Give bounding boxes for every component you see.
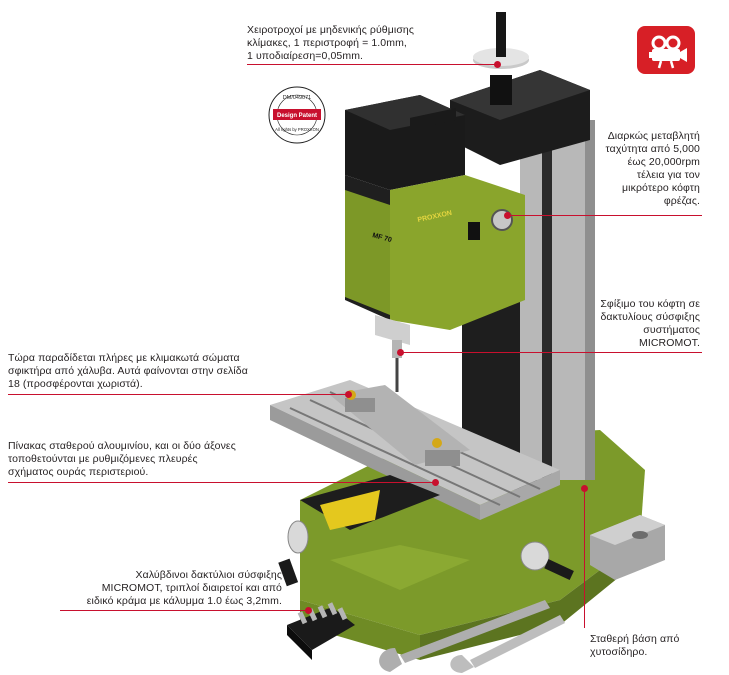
leader-collet-clamp <box>400 352 702 353</box>
motor-head: PROXXON MF 70 <box>345 95 525 392</box>
vise <box>330 385 470 466</box>
callout-collets-line-2: MICROMOT, τριπλοί διαιρετοί και από <box>101 582 282 594</box>
callout-collet-clamp-line-1: Σφίξιμο του κόφτη σε <box>600 298 700 310</box>
callout-table-line-3: σχήματος ουράς περιστεριού. <box>8 466 149 478</box>
callout-speed: Διαρκώς μεταβλητή ταχύτητα από 5,000 έως… <box>580 130 700 208</box>
leader-collets <box>60 610 308 611</box>
leader-speed <box>507 215 702 216</box>
marker-collets <box>305 607 312 614</box>
leader-handwheel <box>247 64 497 65</box>
step-clamp <box>590 515 665 580</box>
callout-handwheel: Χειροτροχοί με μηδενικής ρύθμισης κλίμακ… <box>247 24 414 63</box>
callout-vise-line-1: Τώρα παραδίδεται πλήρες με κλιμακωτά σώμ… <box>8 352 240 364</box>
callout-collet-clamp-line-3: συστήματος <box>643 324 700 336</box>
video-button[interactable] <box>637 26 695 74</box>
wrenches <box>379 600 565 673</box>
callout-table-line-1: Πίνακας σταθερού αλουμινίου, και οι δύο … <box>8 440 236 452</box>
marker-vise <box>345 391 352 398</box>
stamp-bottom-text: All rights by PROXXON <box>275 127 319 132</box>
callout-collet-clamp-line-4: MICROMOT. <box>639 337 700 349</box>
callout-vise-line-2: σφικτήρα από χάλυβα. Αυτά φαίνονται στην… <box>8 365 248 377</box>
marker-base <box>581 485 588 492</box>
callout-handwheel-line-2: κλίμακες, 1 περιστροφή = 1.0mm, <box>247 37 407 49</box>
callout-base: Σταθερή βάση από χυτοσίδηρο. <box>590 633 679 659</box>
callout-speed-line-5: μικρότερο κόφτη <box>622 182 700 194</box>
model-label: MF 70 <box>371 232 392 244</box>
callout-collet-clamp: Σφίξιμο του κόφτη σε δακτυλίους σύσφιξης… <box>580 298 700 350</box>
leader-base <box>584 488 585 628</box>
marker-speed <box>504 212 511 219</box>
leader-vise <box>8 394 348 395</box>
top-cap <box>450 12 590 165</box>
callout-table-line-2: τοποθετούνται με ρυθμιζόμενες πλευρές <box>8 453 198 465</box>
stamp-top-text: DM/049071 <box>283 95 311 101</box>
callout-speed-line-3: έως 20,000rpm <box>627 156 700 168</box>
callout-speed-line-1: Διαρκώς μεταβλητή <box>607 130 700 142</box>
callout-handwheel-line-1: Χειροτροχοί με μηδενικής ρύθμισης <box>247 24 415 36</box>
callout-speed-line-4: τέλεια για τον <box>636 169 700 181</box>
callout-base-line-2: χυτοσίδηρο. <box>590 646 648 658</box>
y-handwheel <box>520 541 574 581</box>
design-patent-stamp: DM/049071 Design Patent All rights by PR… <box>268 86 326 144</box>
marker-table <box>432 479 439 486</box>
callout-collets-line-1: Χαλύβδινοι δακτύλιοι σύσφιξης <box>135 569 282 581</box>
leader-table <box>8 482 436 483</box>
collet-set <box>287 602 355 660</box>
stamp-center-text: Design Patent <box>277 113 317 119</box>
callout-handwheel-line-3: 1 υποδιαίρεση=0,05mm. <box>247 50 364 62</box>
callout-base-line-1: Σταθερή βάση από <box>590 633 680 645</box>
x-handwheel <box>278 520 309 587</box>
callout-collets: Χαλύβδινοι δακτύλιοι σύσφιξης MICROMOT, … <box>60 569 282 608</box>
callout-speed-line-2: ταχύτητα από 5,000 <box>605 143 700 155</box>
marker-handwheel <box>494 61 501 68</box>
marker-collet-clamp <box>397 349 404 356</box>
callout-vise: Τώρα παραδίδεται πλήρες με κλιμακωτά σώμ… <box>8 352 248 391</box>
callout-vise-line-3: 18 (προσφέρονται χωριστά). <box>8 378 143 390</box>
callout-collets-line-3: ειδικό κράμα με κάλυμμα 1.0 έως 3,2mm. <box>86 595 282 607</box>
callout-table: Πίνακας σταθερού αλουμινίου, και οι δύο … <box>8 440 236 479</box>
callout-speed-line-6: φρέζας. <box>663 195 700 207</box>
column <box>462 120 595 490</box>
callout-collet-clamp-line-2: δακτυλίους σύσφιξης <box>600 311 700 323</box>
video-camera-icon <box>649 35 687 69</box>
